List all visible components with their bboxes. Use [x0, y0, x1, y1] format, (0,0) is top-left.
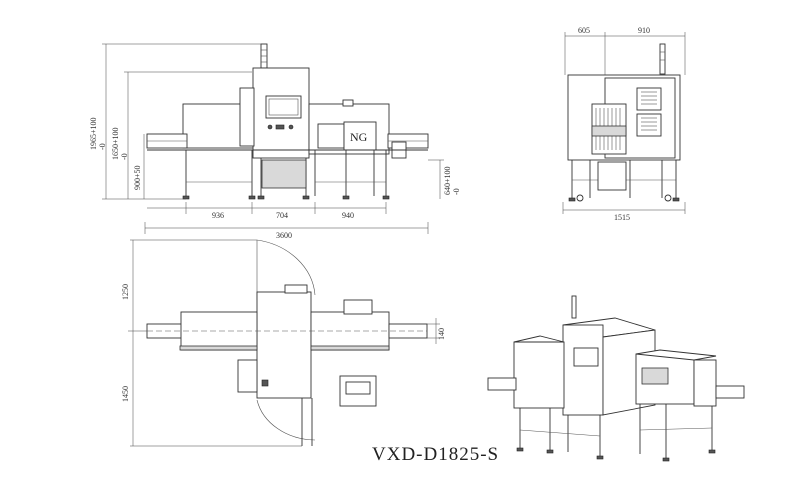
dim-1650: 1650+100-0 — [111, 127, 129, 160]
dim-940: 940 — [342, 211, 354, 220]
top-view: 1250 1450 140 — [121, 239, 446, 447]
dim-936: 936 — [212, 211, 224, 220]
dim-1965: 1965+100-0 — [89, 117, 107, 150]
side-view: 605 910 1515 — [562, 26, 686, 222]
dim-1450: 1450 — [121, 386, 130, 402]
dim-704: 704 — [276, 211, 288, 220]
dim-1515: 1515 — [614, 213, 630, 222]
dim-3600: 3600 — [276, 231, 292, 240]
dim-910: 910 — [638, 26, 650, 35]
hmi-screen — [265, 95, 302, 119]
dim-900: 900+50 — [133, 165, 142, 190]
model-title: VXD-D1825-S — [372, 444, 499, 465]
isometric-view — [487, 295, 745, 462]
dim-140: 140 — [437, 328, 446, 340]
dim-1250: 1250 — [121, 284, 130, 300]
dim-605: 605 — [578, 26, 590, 35]
ng-label: NG — [350, 130, 368, 144]
front-view: NG 936 704 9 — [89, 43, 461, 240]
dim-640: 640+100-0 — [443, 166, 461, 195]
